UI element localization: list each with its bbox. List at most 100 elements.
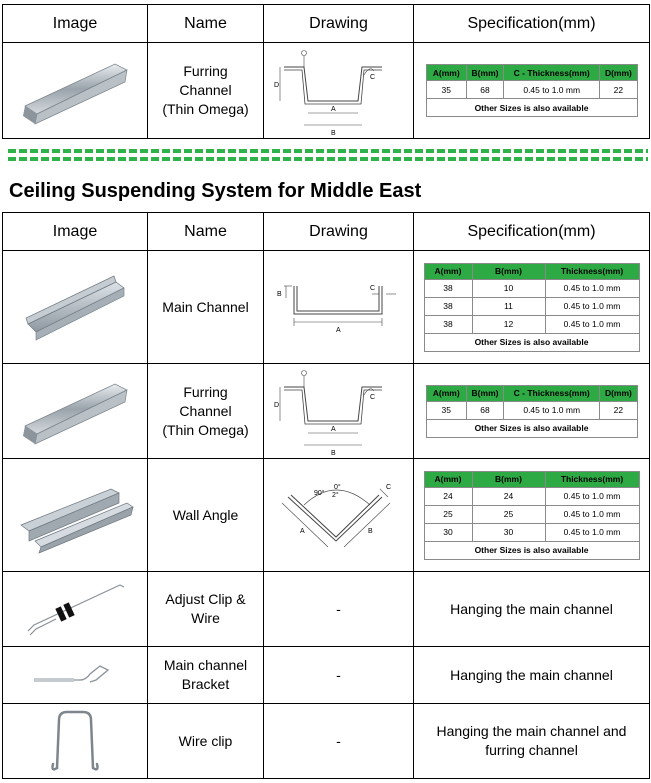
spec-cell-value: 24 (423, 486, 473, 506)
dim-label-a: A (336, 327, 341, 334)
spec-col-header: A(mm) (425, 64, 467, 81)
description-line: Hanging the main channel (450, 600, 613, 617)
dim-label-c: C (370, 394, 375, 401)
description-line: furring channel (485, 742, 578, 758)
spec-cell-value: 30 (423, 522, 473, 542)
spec-cell-value: 0.45 to 1.0 mm (544, 314, 640, 334)
spec-cell-value: 10 (471, 278, 546, 298)
spec-cell: A(mm) B(mm) Thickness(mm) 38 10 0.45 to … (413, 250, 650, 364)
drawing-placeholder: - (263, 703, 414, 779)
spec-cell-value: 30 (471, 522, 546, 542)
spec-col-header: B(mm) (471, 470, 546, 488)
product-name-cell: Furring Channel (Thin Omega) (147, 363, 264, 459)
angle-label-0: 0° (334, 483, 341, 491)
spec-cell-value: 0.45 to 1.0 mm (544, 486, 640, 506)
angle-arc (363, 388, 374, 396)
product-name-line: Bracket (181, 676, 230, 692)
product-name-cell: Furring Channel (Thin Omega) (147, 42, 264, 139)
dim-label-c: C (386, 484, 391, 491)
drawing-placeholder: - (263, 646, 414, 704)
dim-label-a: A (331, 106, 336, 113)
product-name-line: (Thin Omega) (162, 421, 249, 438)
table-row: Main channel Bracket - Hanging the main … (2, 646, 650, 704)
spec-col-header: B(mm) (471, 262, 546, 280)
product-name-cell: Main Channel (147, 250, 264, 364)
table-row: Main Channel A B C (2, 250, 650, 364)
spec-col-header: C - Thickness(mm) (503, 64, 601, 81)
product-name-line: Main Channel (162, 298, 249, 315)
separator-line (8, 157, 648, 161)
dim-label-c: C (370, 74, 375, 81)
dim-label-c: C (370, 285, 375, 292)
drawing-placeholder: - (263, 571, 414, 647)
spec-note: Other Sizes is also available (425, 418, 638, 438)
spec-col-header: D(mm) (599, 384, 638, 402)
product-image-bracket (2, 646, 148, 704)
description-cell: Hanging the main channel and furring cha… (413, 703, 650, 779)
spec-col-header: A(mm) (423, 262, 473, 280)
description-cell: Hanging the main channel (413, 571, 650, 647)
spec-cell-value: 0.45 to 1.0 mm (503, 80, 601, 99)
product-image-main-channel (2, 250, 148, 364)
ceiling-system-table: Image Name Drawing Specification(mm) Mai… (2, 212, 650, 779)
omega-profile-inner (283, 69, 382, 104)
product-name-line: Furring (183, 383, 228, 400)
angle-label-90: 90° (314, 489, 325, 497)
spec-cell-value: 38 (423, 278, 473, 298)
detail-marker (300, 370, 307, 376)
header-spec: Specification(mm) (413, 212, 650, 251)
spec-col-header: D(mm) (599, 64, 638, 81)
dim-label-b: B (277, 291, 282, 298)
spec-table: A(mm) B(mm) Thickness(mm) 24 24 0.45 to … (423, 470, 640, 560)
dim-label-b: B (331, 450, 336, 457)
header-name: Name (147, 4, 264, 43)
omega-profile-inner (283, 389, 382, 425)
product-name-cell: Wall Angle (147, 458, 264, 572)
separator-line (8, 149, 648, 153)
spec-note: Other Sizes is also available (423, 332, 640, 352)
spec-cell-value: 0.45 to 1.0 mm (544, 504, 640, 524)
spec-cell-value: 68 (465, 400, 505, 420)
dim-label-b: B (331, 130, 336, 137)
dim-label-a: A (331, 426, 336, 433)
section-title: Ceiling Suspending System for Middle Eas… (9, 180, 422, 202)
product-name-line: Adjust Clip & (165, 591, 246, 607)
header-drawing: Drawing (263, 4, 414, 43)
spec-cell-value: 25 (471, 504, 546, 524)
product-name-cell: Adjust Clip & Wire (147, 571, 264, 647)
spec-table: A(mm) B(mm) C - Thickness(mm) D(mm) 35 6… (425, 384, 638, 438)
spec-col-header: A(mm) (423, 470, 473, 488)
spec-cell-value: 0.45 to 1.0 mm (544, 296, 640, 316)
product-name-line: Channel (179, 402, 232, 419)
product-name-line: Wall Angle (172, 506, 239, 523)
table-row: Wire clip - Hanging the main channel and… (2, 703, 650, 779)
product-image-furring-channel (2, 42, 148, 139)
spec-note: Other Sizes is also available (423, 540, 640, 560)
spec-cell: A(mm) B(mm) C - Thickness(mm) D(mm) 35 6… (413, 363, 650, 459)
product-name-cell: Main channel Bracket (147, 646, 264, 704)
wall-angle-drawing: 90° 0° 2° A B C (263, 458, 414, 572)
product-name-line: Wire (191, 610, 220, 626)
omega-profile (283, 386, 382, 422)
product-image-wall-angle (2, 458, 148, 572)
spec-cell-value: 0.45 to 1.0 mm (544, 522, 640, 542)
dim-label-b: B (368, 528, 373, 535)
detail-marker (300, 49, 307, 56)
spec-cell-value: 22 (599, 400, 638, 420)
spec-cell-value: 35 (425, 400, 467, 420)
header-image: Image (2, 212, 148, 251)
product-name-line: (Thin Omega) (162, 101, 249, 117)
header-image: Image (2, 4, 148, 43)
spec-cell-value: 25 (423, 504, 473, 524)
spec-cell-value: 0.45 to 1.0 mm (544, 278, 640, 298)
spec-col-header: B(mm) (465, 64, 505, 81)
description-cell: Hanging the main channel (413, 646, 650, 704)
dim-label-a: A (300, 528, 305, 535)
spec-col-header: C - Thickness(mm) (503, 384, 601, 402)
product-name-line: Wire clip (178, 732, 233, 749)
spec-cell: A(mm) B(mm) C - Thickness(mm) D(mm) 35 6… (413, 42, 650, 139)
header-name: Name (147, 212, 264, 251)
